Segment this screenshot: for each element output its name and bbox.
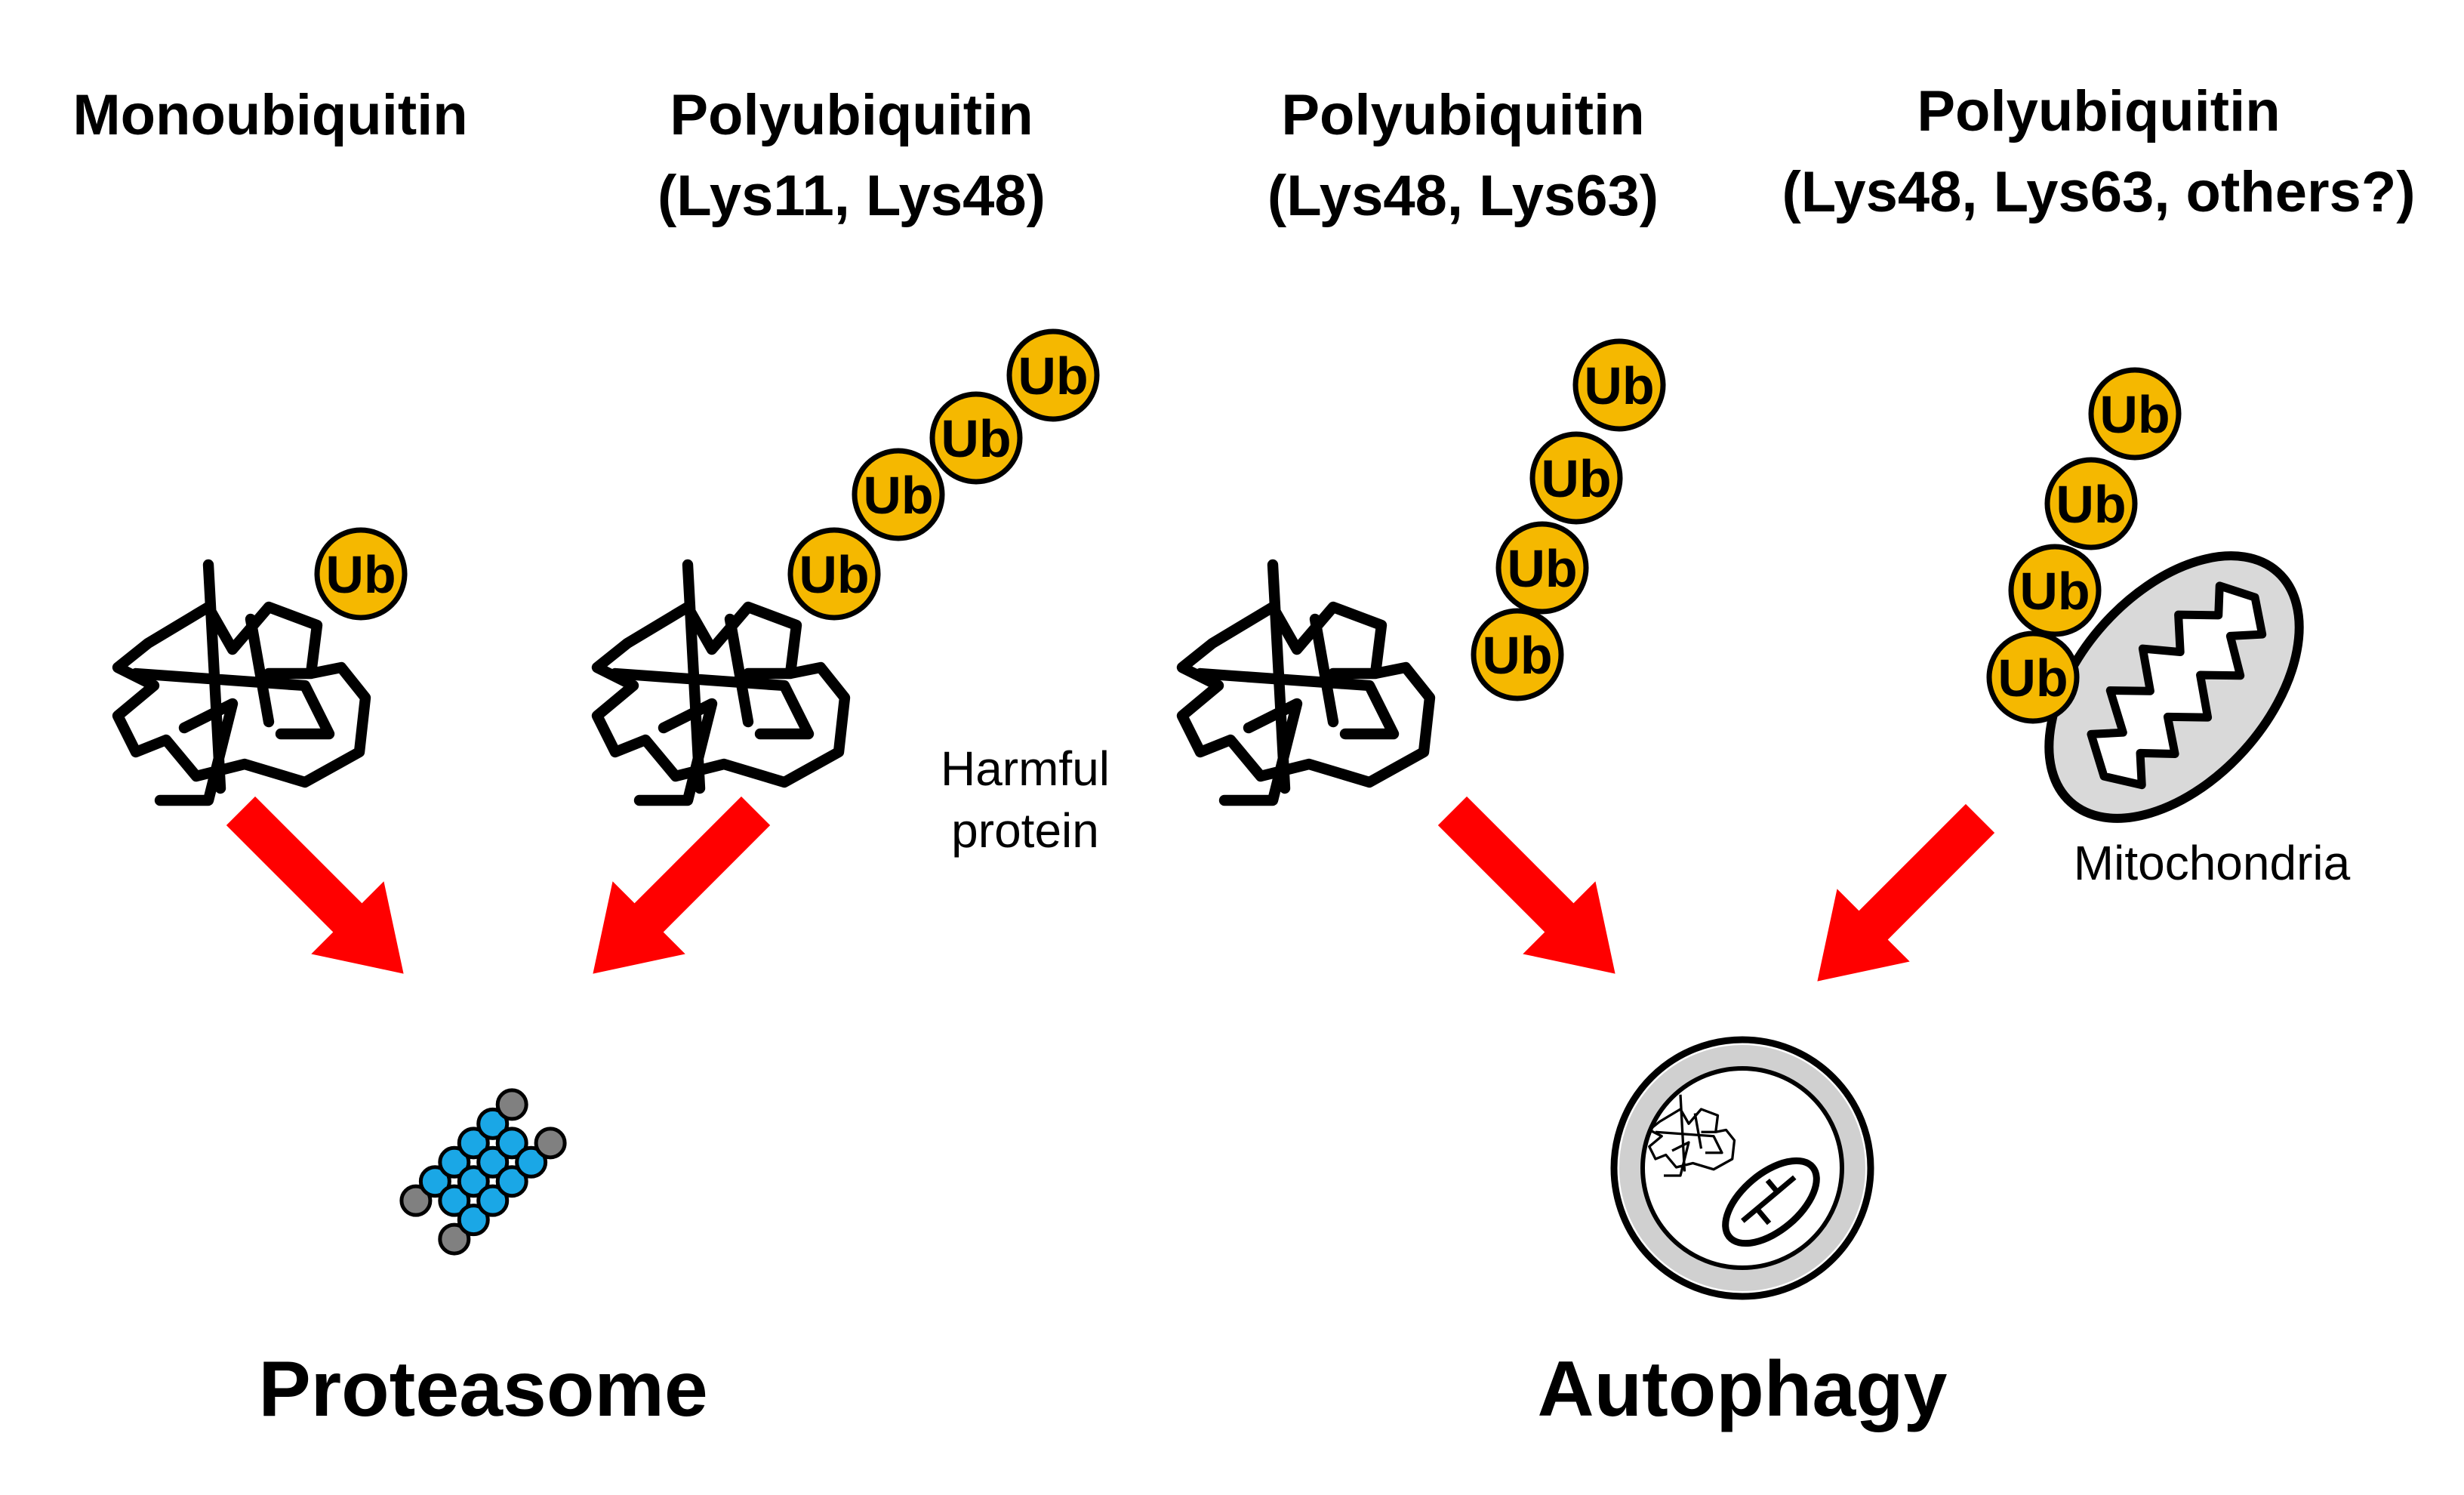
header-poly-1-linkage: (Lys11, Lys48) (658, 164, 1046, 228)
ubiquitin-3-4: Ub (1575, 341, 1663, 429)
outcome-proteasome: Proteasome (258, 1346, 707, 1433)
ubiquitin-4-2: Ub (2011, 547, 2099, 634)
autophagosome-icon (1610, 1036, 1874, 1300)
svg-text:Ub: Ub (2019, 562, 2090, 621)
ubiquitin-2-4: Ub (1009, 331, 1097, 419)
arrow-mono-to-proteasome (226, 796, 404, 974)
ubiquitin-2-1: Ub (790, 530, 878, 618)
mitochondria-label: Mitochondria (2074, 836, 2351, 890)
harmful-protein-label-line1: Harmful (941, 741, 1110, 796)
svg-text:Ub: Ub (863, 466, 933, 525)
svg-text:Ub: Ub (2056, 475, 2126, 534)
ubiquitin-3-2: Ub (1498, 524, 1586, 612)
outcome-autophagy: Autophagy (1537, 1346, 1947, 1433)
harmful-protein-label-line2: protein (951, 803, 1099, 858)
ubiquitin-2-3: Ub (932, 394, 1020, 482)
svg-text:Ub: Ub (799, 545, 869, 604)
header-poly-3-title: Polyubiquitin (1917, 79, 2280, 143)
arrow-mito-to-autophagy (1817, 803, 1995, 982)
mitochondrion (2044, 551, 2304, 823)
proteasome-cap-subunit (495, 1088, 528, 1121)
header-poly-2-linkage: (Lys48, Lys63) (1267, 164, 1659, 228)
header-poly-2-title: Polyubiquitin (1281, 83, 1644, 147)
svg-text:Ub: Ub (1482, 626, 1552, 685)
arrow-poly1-to-proteasome (593, 796, 771, 974)
ubiquitin-3-3: Ub (1532, 434, 1620, 522)
ubiquitin-4-4: Ub (2091, 370, 2179, 458)
proteasome-cap-subunit (534, 1127, 567, 1160)
arrow-poly2-to-autophagy (1437, 796, 1615, 974)
misfolded-protein-3 (1182, 565, 1430, 800)
proteasome-icon (399, 1088, 567, 1256)
svg-text:Ub: Ub (325, 545, 396, 604)
header-poly-1-title: Polyubiquitin (670, 83, 1033, 147)
ubiquitin-2-2: Ub (855, 451, 942, 538)
ubiquitin-1-1: Ub (317, 530, 405, 618)
svg-text:Ub: Ub (1541, 449, 1611, 508)
ubiquitin-4-3: Ub (2047, 460, 2135, 547)
svg-text:Ub: Ub (1018, 347, 1088, 405)
ubiquitin-3-1: Ub (1474, 611, 1561, 698)
svg-text:Ub: Ub (1997, 649, 2068, 707)
ubiquitin-4-1: Ub (1989, 633, 2077, 721)
header-poly-3-linkage: (Lys48, Lys63, others?) (1782, 160, 2415, 224)
svg-text:Ub: Ub (2099, 385, 2170, 444)
svg-text:Ub: Ub (1507, 539, 1577, 598)
header-monoubiquitin: Monoubiquitin (72, 83, 467, 147)
svg-text:Ub: Ub (941, 409, 1011, 468)
svg-text:Ub: Ub (1584, 356, 1654, 415)
